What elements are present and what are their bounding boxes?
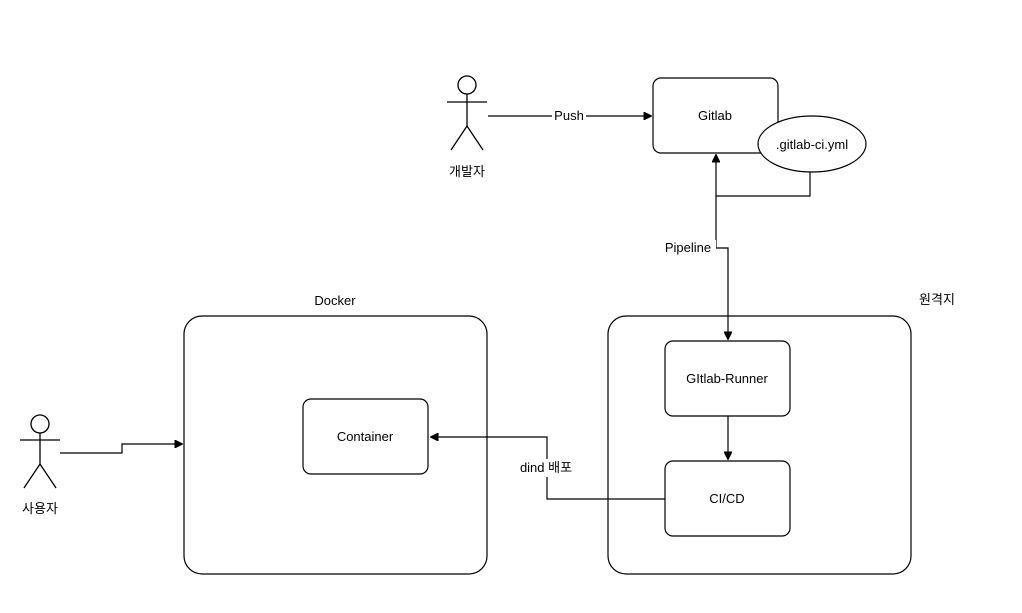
gitlab-runner-node: GItlab-Runner [664, 340, 791, 417]
user-person-icon [20, 414, 60, 489]
push-label-bg [552, 108, 586, 124]
docker-group-label: Docker [314, 293, 356, 308]
cicd-box [664, 460, 791, 537]
dind-deploy-edge: dind 배포 [431, 437, 665, 500]
gitlab-node-label: Gitlab [698, 108, 732, 123]
pipeline-edge-line [715, 196, 728, 339]
remote-group-label: 원격지 [919, 292, 955, 307]
gitlab-ci-yml-ellipse [757, 115, 867, 173]
ci-yml-edge-line [716, 155, 811, 197]
gitlab-runner-label: GItlab-Runner [686, 371, 768, 386]
developer-person-icon [447, 75, 487, 151]
push-edge-label: Push [554, 108, 584, 123]
gitlab-ci-yml-node: .gitlab-ci.yml [757, 115, 867, 173]
dind-deploy-edge-label: dind 배포 [520, 460, 572, 475]
pipeline-edge-label: Pipeline [665, 240, 711, 255]
pipeline-label-bg [660, 240, 716, 256]
user-actor: 사용자 [20, 414, 60, 516]
developer-label: 개발자 [449, 164, 485, 179]
user-docker-edge-line [60, 444, 182, 454]
user-label: 사용자 [22, 501, 58, 516]
push-edge: Push [488, 108, 651, 124]
ci-yml-edge [716, 155, 811, 197]
user-docker-edge [60, 444, 182, 454]
cicd-node: CI/CD [664, 460, 791, 537]
gitlab-node: Gitlab [652, 77, 779, 154]
developer-actor: 개발자 [447, 75, 487, 179]
container-node: Container [302, 398, 429, 475]
gitlab-ci-yml-label: .gitlab-ci.yml [776, 137, 848, 152]
container-box [302, 398, 429, 475]
gitlab-node-box [652, 77, 779, 154]
gitlab-runner-box [664, 340, 791, 417]
pipeline-edge: Pipeline [660, 196, 728, 339]
container-label: Container [337, 429, 394, 444]
dind-label-bg [513, 459, 579, 477]
cicd-label: CI/CD [709, 491, 744, 506]
